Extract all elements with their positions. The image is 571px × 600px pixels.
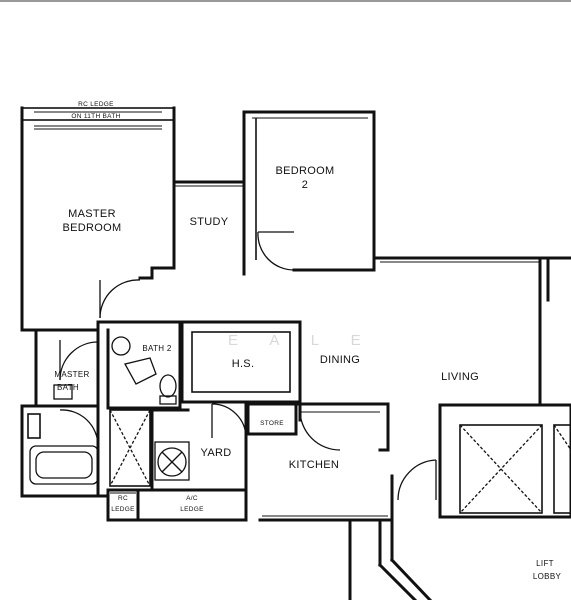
shower-box (109, 409, 151, 487)
lift-lobby-label-1: LIFT (536, 559, 554, 568)
hs-label: H.S. (232, 358, 255, 370)
master-bath-label-1: MASTER (54, 370, 89, 379)
living-label: LIVING (441, 371, 479, 383)
rc-ledge-top-sublabel: ON 11TH BATH (71, 113, 120, 120)
ac-ledge-label-2: LEDGE (180, 506, 204, 513)
ac-ledge-label-1: A/C (186, 495, 198, 502)
yard-label: YARD (201, 447, 232, 459)
store-label: STORE (260, 420, 284, 427)
master-bedroom-label-1: MASTER (68, 208, 116, 220)
dining-label: DINING (320, 354, 360, 366)
master-bath-walls (20, 328, 110, 498)
kitchen-label: KITCHEN (289, 459, 339, 471)
watermark: E A L E (228, 332, 375, 349)
study-label: STUDY (190, 216, 229, 228)
bedroom-2-label-1: BEDROOM (276, 165, 335, 177)
lift-shafts (438, 403, 571, 519)
bedroom-2-label-2: 2 (302, 179, 308, 191)
corridor-walls (348, 518, 433, 600)
rc-ledge-label-2: LEDGE (111, 506, 135, 513)
store-walls (246, 402, 298, 436)
bottom-ledges (106, 488, 248, 522)
bath-2-walls (96, 320, 182, 412)
kitchen-walls (244, 402, 394, 522)
yard-walls (150, 400, 248, 522)
entrance-door (397, 459, 437, 501)
rc-ledge-label-1: RC (118, 495, 128, 502)
study-window (172, 180, 246, 187)
master-bath-label-2: BATH (57, 383, 79, 392)
bath-2-label: BATH 2 (142, 344, 171, 353)
lift-lobby-label-2: LOBBY (533, 572, 562, 581)
bedroom-2-walls (242, 110, 376, 276)
master-bedroom-label-2: BEDROOM (63, 222, 122, 234)
living-window (372, 256, 571, 407)
rc-ledge-top-label: RC LEDGE (78, 101, 114, 108)
